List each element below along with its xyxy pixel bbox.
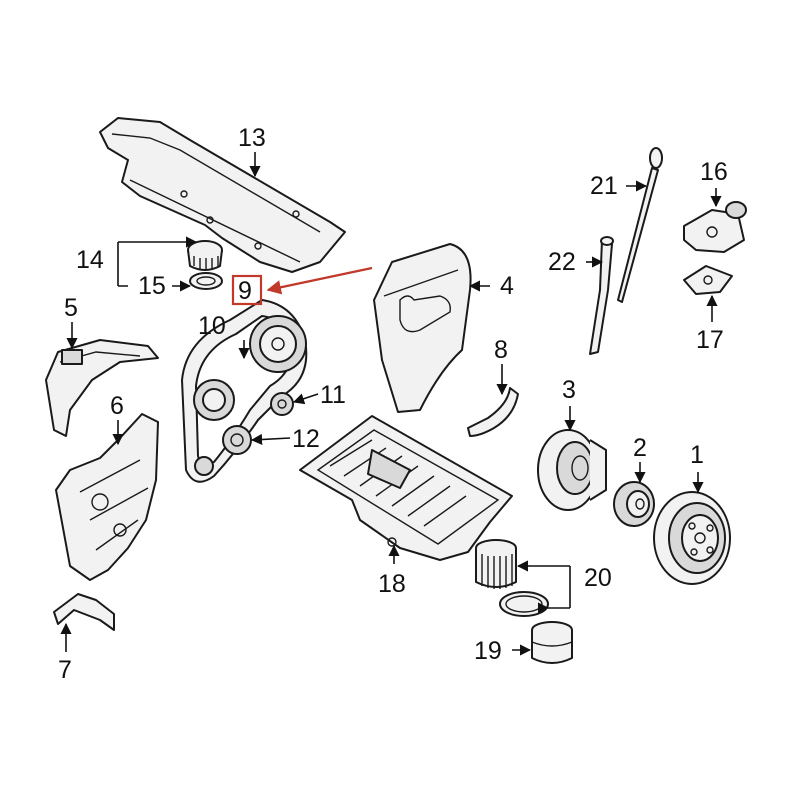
part-10-camshaft-pulley (193, 315, 307, 421)
part-16-sensor (683, 201, 747, 253)
callout-3: 3 (562, 376, 576, 404)
part-1-crank-pulley (653, 491, 731, 585)
leader-lines (60, 152, 722, 656)
part-15-cap-seal (189, 272, 223, 290)
callout-19: 19 (474, 637, 502, 665)
part-6-rear-timing-plate (55, 413, 159, 581)
callout-1: 1 (690, 441, 704, 469)
part-22-dipstick-tube (589, 236, 614, 355)
part-12-idler-pulley (194, 425, 252, 476)
part-13-upper-timing-cover (99, 117, 346, 273)
part-20-oil-filter (475, 539, 549, 617)
callout-18: 18 (378, 570, 406, 598)
part-14-filler-cap (187, 240, 223, 271)
callout-13: 13 (238, 124, 266, 152)
part-17-sensor-gasket (683, 265, 733, 295)
part-5-cover-bracket (45, 339, 159, 437)
callout-8: 8 (494, 336, 508, 364)
callout-20: 20 (584, 564, 612, 592)
callout-12: 12 (292, 425, 320, 453)
callout-11: 11 (320, 381, 346, 409)
highlight-part-9 (231, 266, 373, 306)
callout-10: 10 (198, 312, 226, 340)
part-3-oil-pump (537, 429, 607, 511)
callout-7: 7 (58, 656, 72, 684)
callout-4: 4 (500, 272, 514, 300)
part-18-oil-pan (299, 415, 513, 561)
part-21-dipstick (617, 147, 663, 303)
part-8-seal-segment (467, 387, 519, 437)
part-11-tensioner-pulley (270, 392, 294, 416)
callout-14: 14 (76, 246, 104, 274)
callout-6: 6 (110, 392, 124, 420)
part-7-bracket (53, 593, 115, 631)
part-2-crank-sprocket (613, 481, 655, 527)
callout-2: 2 (633, 434, 647, 462)
callout-5: 5 (64, 294, 78, 322)
callout-22: 22 (548, 248, 576, 276)
callout-9: 9 (238, 277, 252, 305)
callout-21: 21 (590, 172, 618, 200)
callout-16: 16 (700, 158, 728, 186)
callout-15: 15 (138, 272, 166, 300)
part-4-timing-cover (373, 243, 472, 413)
part-19-filter-housing-cap (531, 621, 573, 664)
callout-17: 17 (696, 326, 724, 354)
callout-labels: 1 2 3 4 5 6 7 8 9 10 11 12 13 14 15 16 1… (58, 124, 728, 684)
